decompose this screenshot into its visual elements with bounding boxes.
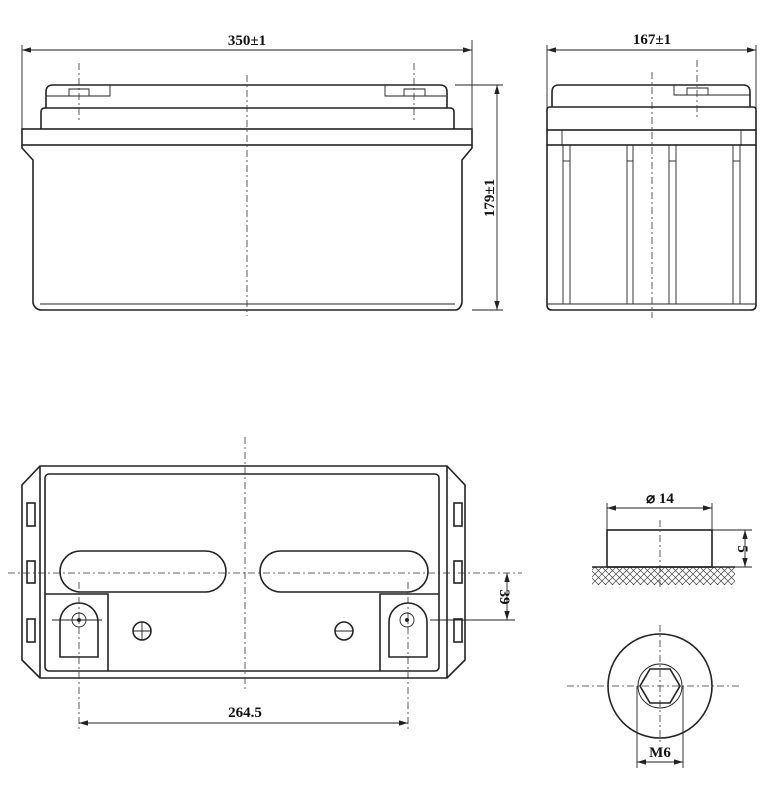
height-dimension-label: 179±1 <box>482 179 498 217</box>
front-view: 350±1 179±1 <box>21 33 503 316</box>
terminal-height-label: 5 <box>734 545 750 553</box>
terminal-offset-label: 39 <box>496 590 512 605</box>
top-view: 264.5 39 <box>8 437 522 730</box>
terminal-detail: ⌀ 14 5 M6 <box>567 491 752 768</box>
thread-size-label: M6 <box>649 745 671 761</box>
minus-icon <box>334 621 354 641</box>
terminal-lug-negative <box>388 602 428 658</box>
plus-icon <box>132 621 152 641</box>
handle-recess-right <box>259 550 429 593</box>
side-view: 167±1 <box>546 32 757 318</box>
handle-recess-left <box>59 550 227 593</box>
width-dimension-label: 350±1 <box>228 33 266 49</box>
terminal-diameter-label: ⌀ 14 <box>646 491 674 507</box>
side-width-dimension-label: 167±1 <box>633 32 671 48</box>
terminal-spacing-label: 264.5 <box>228 705 262 721</box>
